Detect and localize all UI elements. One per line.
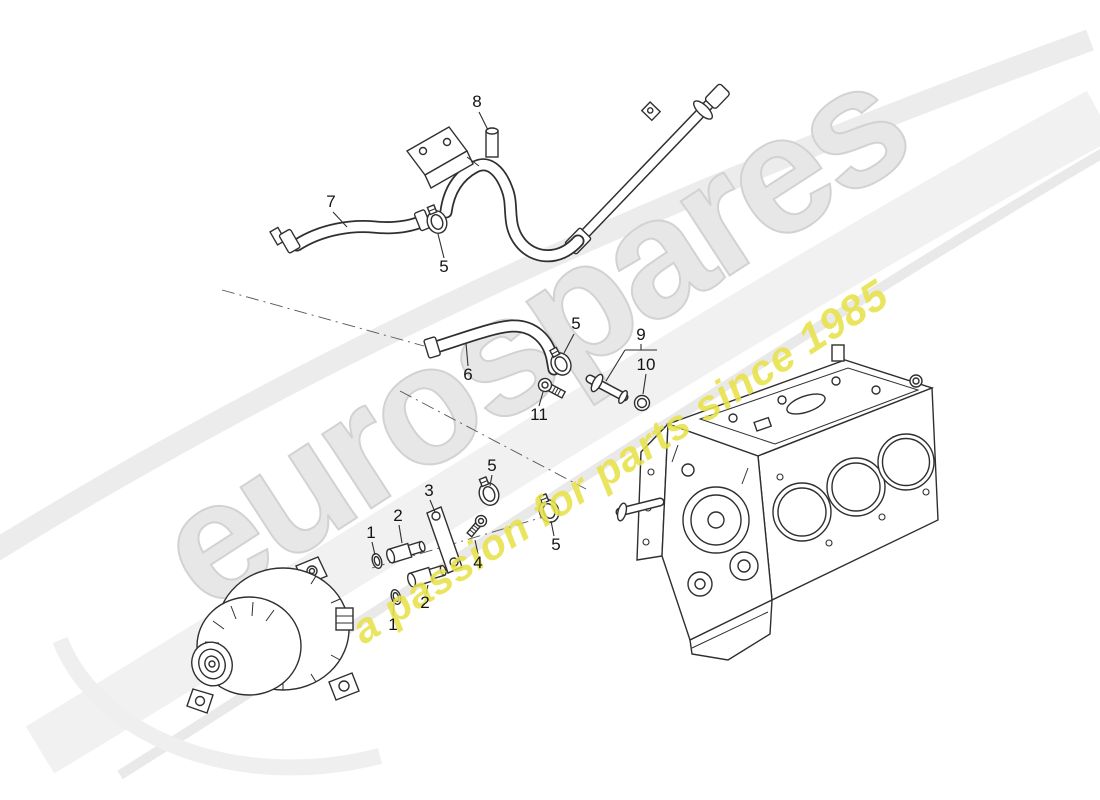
part-callout-9[interactable]: 9: [636, 325, 646, 344]
part-callout-6[interactable]: 6: [463, 365, 473, 384]
coolant-hose-6: [423, 319, 561, 376]
engine-block-drawing: [615, 344, 939, 661]
o-ring-1-upper: [371, 553, 383, 569]
part-callout-7[interactable]: 7: [326, 192, 336, 211]
part-callout-1[interactable]: 1: [366, 523, 376, 542]
pipe-fitting-9: [585, 373, 629, 405]
part-callout-4[interactable]: 4: [473, 553, 483, 572]
part-callout-5[interactable]: 5: [551, 535, 561, 554]
part-callout-5[interactable]: 5: [571, 314, 581, 333]
part-callout-5[interactable]: 5: [439, 257, 449, 276]
hollow-screw-2-lower: [406, 564, 447, 588]
alternator-drawing: [186, 556, 360, 714]
pipe-mounting-tab: [640, 100, 662, 122]
leader-lines: [332, 111, 657, 617]
part-callout-2[interactable]: 2: [420, 593, 430, 612]
pipe-bracket: [405, 126, 480, 189]
hose-clamp-5-c: [473, 473, 503, 509]
part-callout-2[interactable]: 2: [393, 506, 403, 525]
alternator-pulley: [191, 641, 233, 687]
pipe-vent-stub: [485, 130, 499, 158]
o-ring-1-lower: [390, 589, 402, 605]
part-callout-10[interactable]: 10: [636, 355, 656, 374]
part-callout-3[interactable]: 3: [424, 481, 434, 500]
part-callout-5[interactable]: 5: [487, 456, 497, 475]
sealing-ring-10: [633, 394, 651, 412]
part-callout-11[interactable]: 11: [530, 405, 548, 424]
retaining-strip-3: [426, 506, 463, 574]
part-callout-1[interactable]: 1: [388, 615, 398, 634]
hollow-screw-2-upper: [385, 540, 426, 564]
bolt-4: [466, 514, 488, 538]
coolant-hose-7: [269, 209, 432, 254]
coolant-pipe-8: [405, 83, 730, 263]
part-callout-8[interactable]: 8: [472, 92, 482, 111]
bolt-11: [537, 377, 567, 399]
